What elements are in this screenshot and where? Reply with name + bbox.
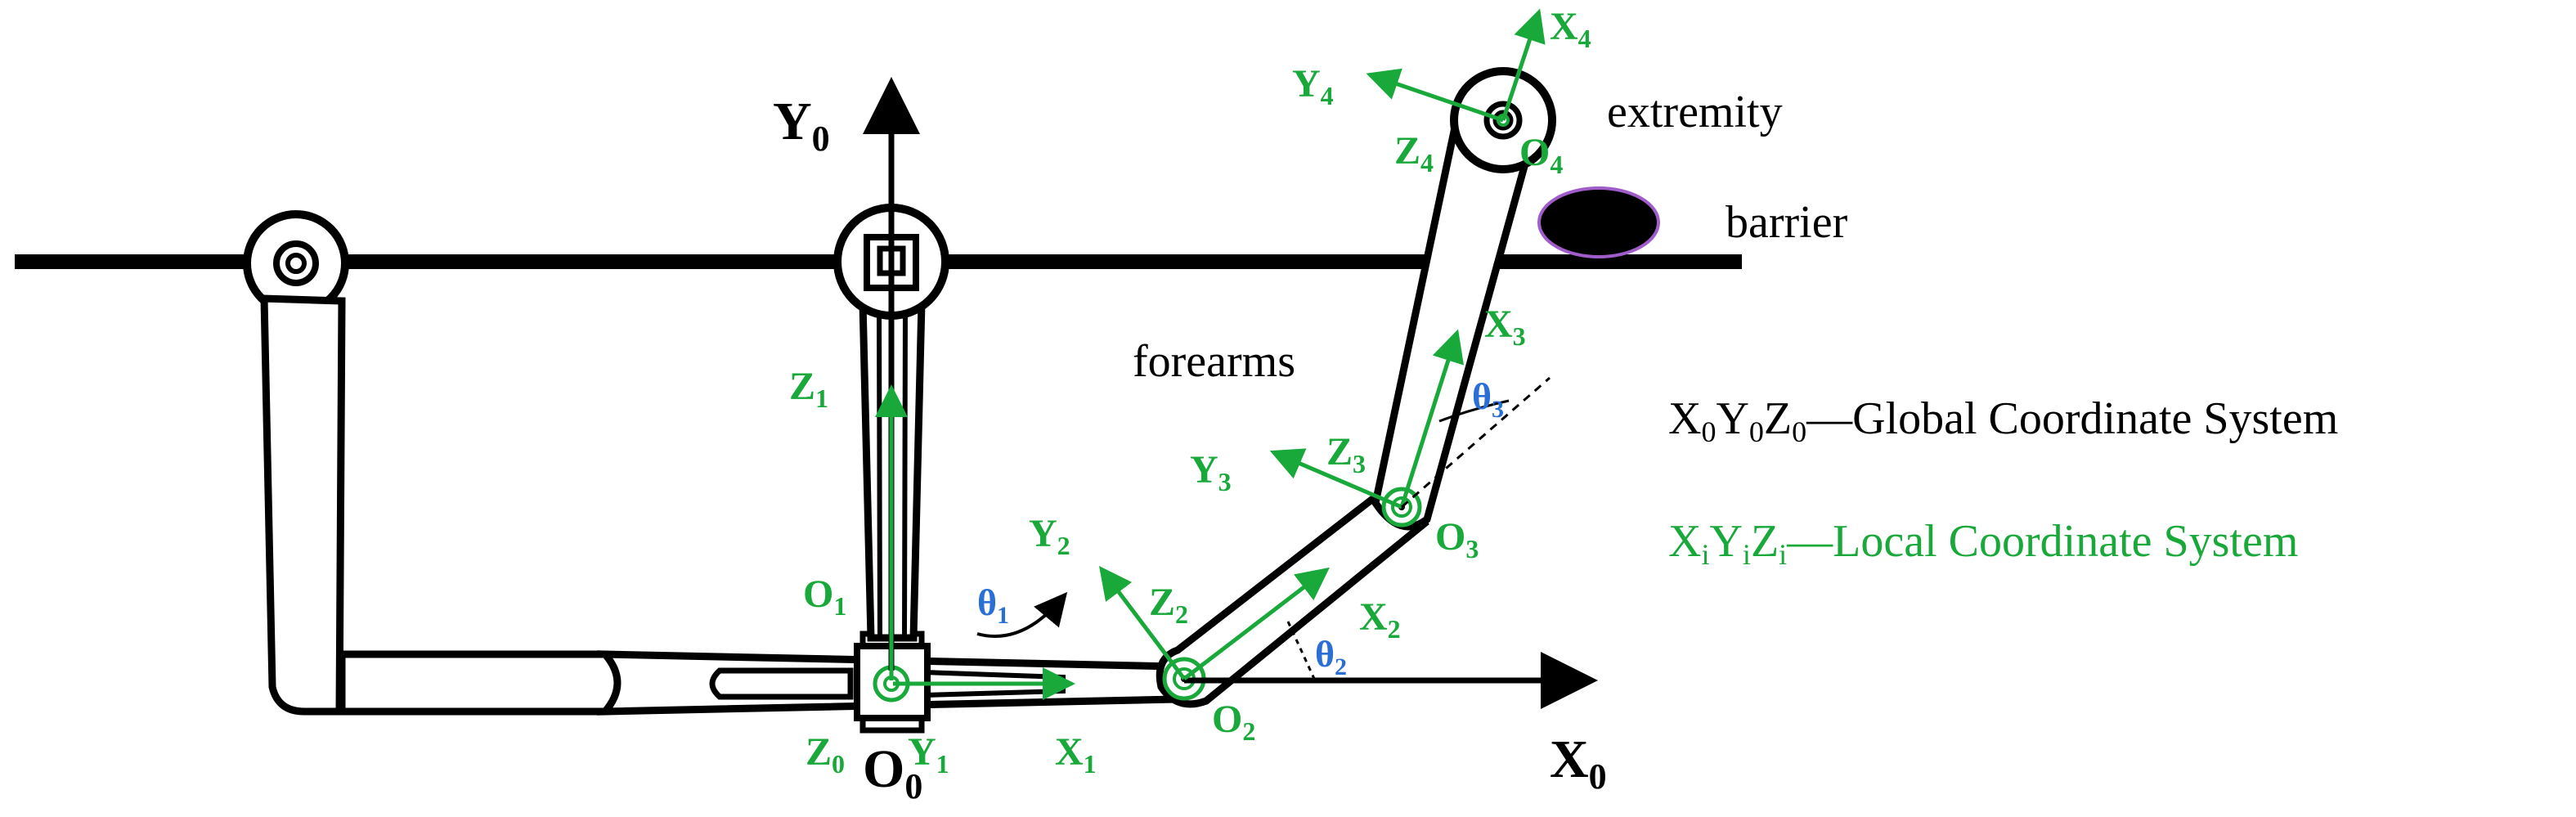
y3-label: Y3 (1190, 448, 1232, 496)
x4-label: X4 (1550, 5, 1591, 53)
x2-axis (1183, 567, 1330, 680)
legend-global: X0Y0Z0—Global Coordinate System (1668, 393, 2338, 448)
x3-axis (1399, 329, 1464, 508)
o3-label: O3 (1435, 515, 1479, 563)
z3-label: Z3 (1326, 430, 1366, 478)
left-horizontal-arm (338, 650, 622, 716)
x2-label: X2 (1359, 595, 1401, 644)
x1-label: X1 (1055, 730, 1097, 779)
joint-o0 (873, 665, 910, 703)
left-wheel (243, 210, 349, 316)
barrier-label: barrier (1726, 197, 1848, 248)
theta3-arc (1438, 399, 1510, 423)
global-y-label: Y0 (773, 92, 830, 159)
z1-label: Z1 (789, 365, 828, 413)
o4-label: O4 (1519, 131, 1563, 179)
extremity-label: extremity (1607, 87, 1783, 137)
x3-label: X3 (1484, 303, 1526, 351)
barrier-shape (1537, 186, 1660, 258)
left-arm (260, 294, 346, 716)
y4-label: Y4 (1292, 62, 1334, 110)
legend-local: XiYiZi—Local Coordinate System (1668, 516, 2298, 571)
o2-label: O2 (1212, 698, 1255, 746)
z2-label: Z2 (1149, 581, 1188, 629)
x4-axis (1501, 8, 1546, 121)
theta1-label: θ1 (977, 581, 1009, 629)
global-origin-label: O0 (863, 739, 922, 806)
z4-label: Z4 (1394, 129, 1434, 177)
o1-label: O1 (803, 572, 846, 621)
theta1-arc (976, 591, 1068, 638)
theta2-reference-line (1286, 621, 1317, 681)
y2-axis (1098, 566, 1186, 680)
y4-axis (1366, 68, 1504, 123)
forearms-label: forearms (1133, 336, 1295, 387)
z0-label: Z0 (806, 730, 845, 779)
inner-slot (709, 667, 854, 700)
y3-axis (1269, 448, 1402, 510)
theta3-reference-line (1401, 376, 1551, 509)
theta3-label: θ3 (1472, 375, 1504, 423)
y2-label: Y2 (1029, 512, 1070, 560)
y1-label: Y1 (908, 730, 949, 779)
global-x-label: X0 (1550, 729, 1607, 797)
theta2-label: θ2 (1315, 633, 1347, 680)
